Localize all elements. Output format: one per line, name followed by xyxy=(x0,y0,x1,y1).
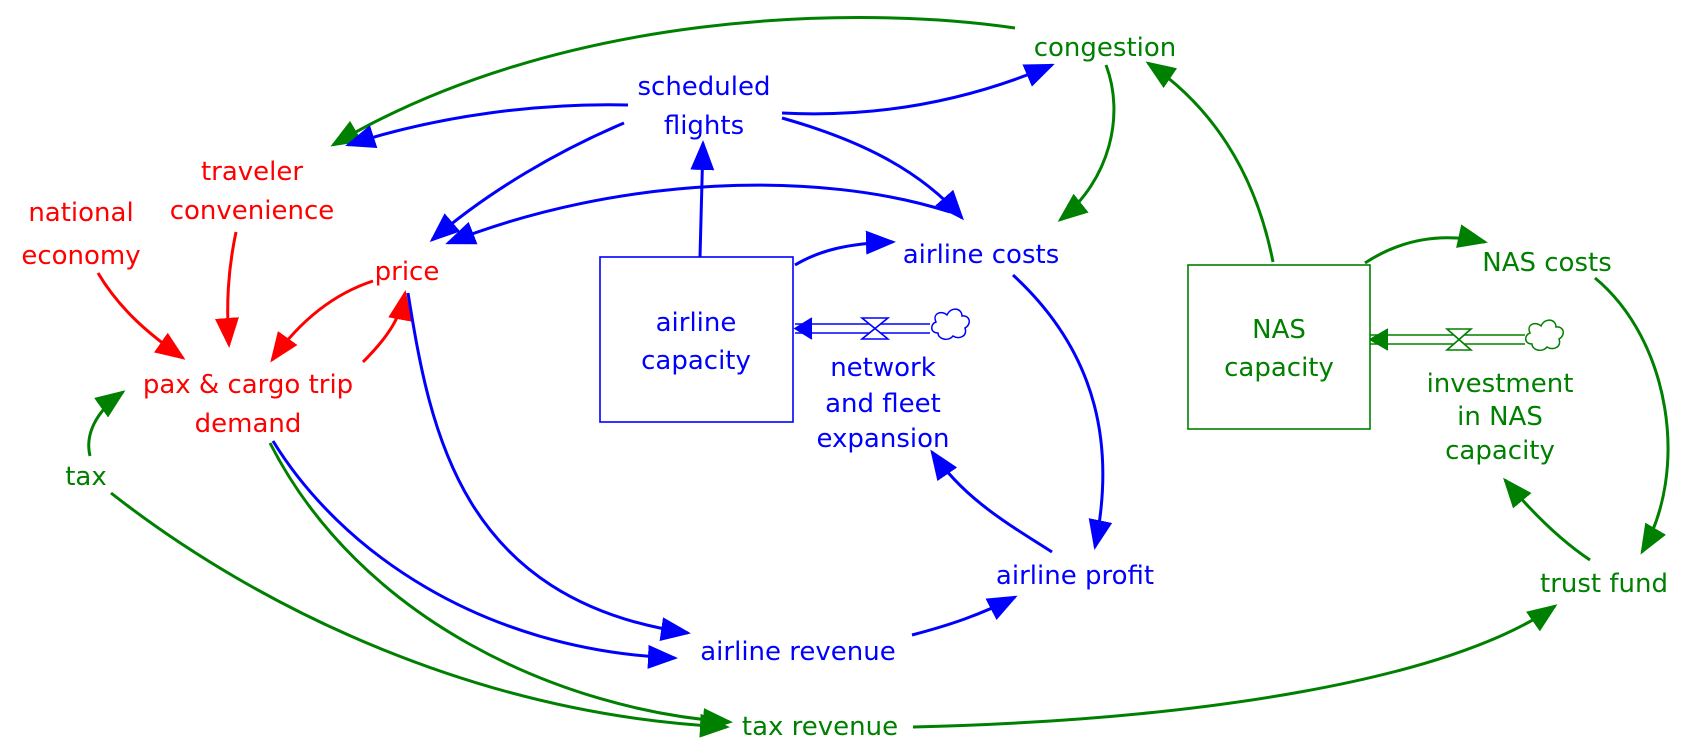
label-line: flights xyxy=(664,111,744,141)
link-traveler-convenience-to-demand xyxy=(215,231,239,348)
label-line: network xyxy=(830,353,936,383)
valve-icon xyxy=(859,317,891,340)
svg-text:capacity: capacity xyxy=(1224,353,1334,383)
link-nas-capacity-to-congestion xyxy=(1145,61,1275,263)
link-congestion-to-traveler-convenience xyxy=(330,16,1016,147)
link-demand-to-airline-revenue xyxy=(271,440,678,669)
link-demand-to-tax-revenue xyxy=(268,442,733,733)
var-tax-revenue[interactable]: tax revenue xyxy=(742,712,898,739)
var-airline-revenue[interactable]: airline revenue xyxy=(700,637,895,667)
link-price-to-demand xyxy=(270,279,374,363)
stock-airline-capacity[interactable]: airline capacity xyxy=(599,256,794,423)
svg-text:airline: airline xyxy=(656,308,737,338)
stock-nas-capacity[interactable]: NAS capacity xyxy=(1187,264,1371,430)
link-congestion-to-airline-costs xyxy=(1057,64,1116,222)
label-line: traveler xyxy=(201,157,303,187)
flow-arrowhead-icon xyxy=(1368,328,1389,351)
link-airline-profit-to-network-expansion xyxy=(930,449,1053,554)
var-national-economy[interactable]: national economy xyxy=(21,198,140,271)
link-trust-fund-to-investment-nas xyxy=(1503,477,1591,562)
link-airline-capacity-to-scheduled-flights xyxy=(690,140,715,258)
var-airline-profit[interactable]: airline profit xyxy=(996,561,1154,591)
label-line: convenience xyxy=(170,196,335,226)
link-tax-to-demand xyxy=(87,390,126,457)
link-airline-costs-to-airline-profit xyxy=(1011,273,1113,550)
flow-arrowhead-icon xyxy=(793,317,813,340)
link-scheduled-flights-to-airline-costs xyxy=(781,116,964,221)
var-scheduled-flights[interactable]: scheduled flights xyxy=(637,72,770,141)
label-line: national xyxy=(28,198,133,228)
var-price[interactable]: price xyxy=(375,257,440,287)
var-traveler-convenience[interactable]: traveler convenience xyxy=(170,157,335,226)
label-line: investment xyxy=(1427,369,1574,399)
cloud-source-icon xyxy=(931,308,970,341)
var-network-and-fleet-expansion[interactable]: network and fleet expansion xyxy=(817,353,950,454)
svg-text:NAS: NAS xyxy=(1252,315,1306,345)
var-investment-in-nas-capacity[interactable]: investment in NAS capacity xyxy=(1427,369,1574,466)
stock-label-line: NAS xyxy=(1252,315,1306,345)
label-line: capacity xyxy=(1445,436,1555,466)
label-line: in NAS xyxy=(1457,402,1543,432)
label-line: economy xyxy=(21,241,140,271)
link-scheduled-flights-to-congestion xyxy=(781,63,1055,116)
var-pax-cargo-trip-demand[interactable]: pax & cargo trip demand xyxy=(143,370,353,439)
var-nas-costs[interactable]: NAS costs xyxy=(1482,248,1612,278)
link-airline-capacity-to-airline-costs xyxy=(794,230,896,267)
label-line: pax & cargo trip xyxy=(143,370,353,400)
link-tax-to-tax-revenue xyxy=(110,491,730,738)
var-airline-costs[interactable]: airline costs xyxy=(903,240,1060,270)
stock-label-line: airline xyxy=(656,308,737,338)
link-price-to-airline-revenue xyxy=(406,292,691,641)
flow-network-and-fleet-expansion xyxy=(793,308,970,341)
flow-investment-in-nas-capacity xyxy=(1368,319,1564,352)
var-trust-fund[interactable]: trust fund xyxy=(1540,569,1668,599)
label-line: scheduled xyxy=(637,72,770,102)
link-tax-revenue-to-trust-fund xyxy=(912,604,1558,729)
label-line: expansion xyxy=(817,424,950,454)
link-airline-revenue-to-airline-profit xyxy=(911,595,1018,637)
link-nas-capacity-to-nas-costs xyxy=(1364,224,1488,265)
link-airline-costs-to-price xyxy=(445,183,951,245)
cloud-source-icon xyxy=(1525,319,1564,352)
link-scheduled-flights-to-price xyxy=(429,121,625,242)
var-congestion[interactable]: congestion xyxy=(1034,33,1177,63)
valve-icon xyxy=(1444,328,1474,351)
link-demand-to-price xyxy=(361,290,412,364)
link-nas-costs-to-trust-fund xyxy=(1594,276,1670,555)
link-scheduled-flights-to-traveler-convenience xyxy=(345,103,629,149)
stock-label-line: capacity xyxy=(641,346,751,376)
stock-label-line: capacity xyxy=(1224,353,1334,383)
var-tax[interactable]: tax xyxy=(65,462,107,492)
svg-text:capacity: capacity xyxy=(641,346,751,376)
label-line: and fleet xyxy=(825,389,941,419)
link-national-economy-to-demand xyxy=(96,272,186,360)
label-line: demand xyxy=(195,409,302,439)
